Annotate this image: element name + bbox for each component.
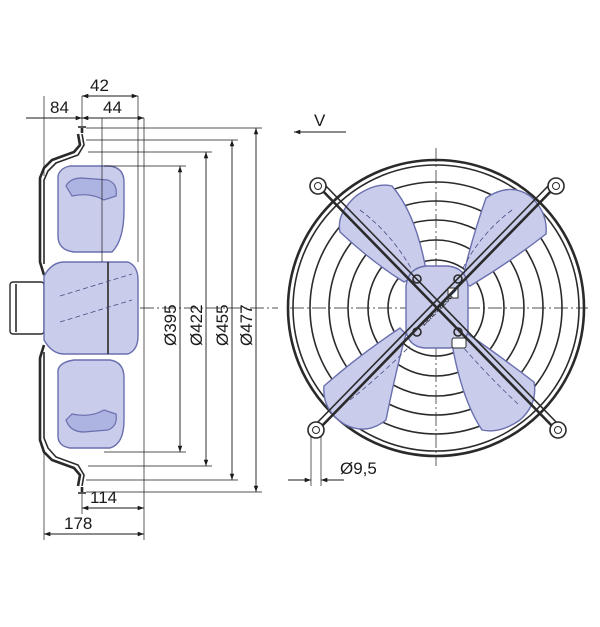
side-hub: [43, 261, 139, 355]
view-label: V: [314, 111, 326, 130]
side-guard-profile: [38, 126, 86, 494]
side-blade-lower: [57, 359, 125, 449]
front-view: V ZIEHL-AB: [286, 111, 586, 486]
side-view: 42 84 44 Ø395 Ø422 Ø455 Ø477 114 178: [9, 76, 588, 540]
dim-84: 84: [50, 98, 69, 117]
dim-dia-455: Ø455: [213, 304, 232, 346]
dim-dia-422: Ø422: [187, 304, 206, 346]
dim-178: 178: [64, 514, 92, 533]
front-blade-top-left: [338, 184, 427, 283]
dim-hole-9-5: Ø9,5: [340, 459, 377, 478]
motor-end-cap: [9, 281, 45, 335]
dim-44: 44: [103, 98, 122, 117]
mounting-holes: [307, 177, 567, 439]
dim-114: 114: [90, 488, 117, 507]
dim-dia-395: Ø395: [161, 304, 180, 346]
dim-42: 42: [90, 76, 109, 95]
dim-dia-477: Ø477: [237, 304, 256, 346]
front-blade-bottom-right: [451, 333, 536, 432]
mounting-struts: [313, 181, 561, 431]
